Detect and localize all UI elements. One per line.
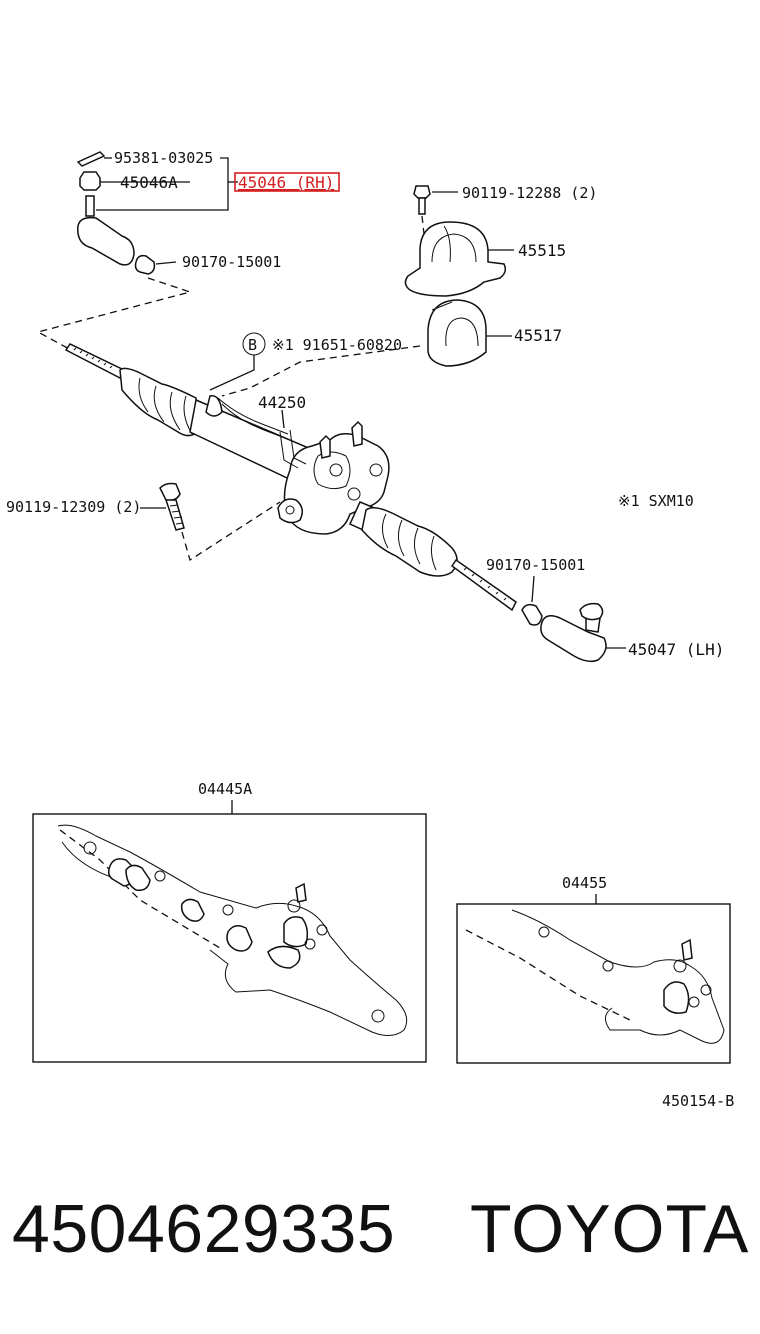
callout-b-marker: B	[248, 336, 257, 354]
lock-nut-bottom	[521, 603, 543, 626]
brand-name: TOYOTA	[470, 1191, 750, 1267]
callout-95381-03025: 95381-03025	[114, 149, 213, 167]
input-shaft	[351, 420, 363, 447]
kit-box-04455	[456, 903, 731, 1064]
callout-91651-60820: ※1 91651-60820	[272, 336, 402, 354]
callout-45047-lh: 45047 (LH)	[628, 640, 724, 659]
rack-right-rod	[450, 558, 517, 612]
seal-ring-4	[226, 925, 253, 952]
callout-90170-15001-top: 90170-15001	[182, 253, 281, 271]
castle-nut-lh	[579, 602, 604, 621]
footer: 4504629335 TOYOTA	[0, 1190, 760, 1280]
diagram-reference-id: 450154-B	[662, 1092, 734, 1110]
callout-45046-rh-highlight-box	[234, 172, 340, 192]
kit-04445a-contents	[57, 824, 408, 1036]
callout-90170-15001-bottom: 90170-15001	[486, 556, 585, 574]
rack-mount-bolt	[159, 482, 181, 502]
callout-45046a: 45046A	[120, 173, 178, 192]
callout-04455: 04455	[562, 874, 607, 892]
steering-rack-assembly	[64, 343, 517, 612]
part-number: 4504629335	[12, 1191, 396, 1267]
callout-45515: 45515	[518, 241, 566, 260]
bracket-bolt	[413, 185, 431, 199]
rack-bushing	[427, 299, 487, 367]
callout-90119-12288: 90119-12288 (2)	[462, 184, 597, 202]
tie-rod-end-lh	[540, 615, 607, 663]
seal-ring-2	[125, 864, 151, 892]
tie-rod-end-lh-group	[521, 575, 626, 663]
cotter-pin	[76, 151, 106, 167]
right-boot	[361, 507, 458, 577]
lock-nut-top	[134, 254, 156, 275]
callout-45517: 45517	[514, 326, 562, 345]
rack-bracket	[404, 221, 507, 297]
callout-04445a: 04445A	[198, 780, 252, 798]
callout-44250: 44250	[258, 393, 306, 412]
pinion-seal-stack	[283, 916, 309, 948]
callout-90119-12309: 90119-12309 (2)	[6, 498, 141, 516]
tie-rod-end-rh	[77, 216, 135, 266]
tie-rod-end-rh-group	[76, 151, 238, 275]
ball-stud	[85, 195, 95, 217]
pinion-seal-stack-2	[663, 981, 690, 1014]
callout-45046-rh: 45046 (RH)	[238, 173, 334, 192]
rack-mount-bolt-group	[140, 482, 281, 562]
kit-04455-contents	[465, 909, 725, 1044]
rack-bracket-group	[404, 185, 514, 367]
callout-sxm10: ※1 SXM10	[618, 492, 694, 510]
castle-nut	[79, 171, 101, 191]
parts-diagram: 95381-03025 45046A 45046 (RH) 90170-1500…	[6, 149, 734, 1110]
seal-ring-3	[180, 898, 205, 922]
